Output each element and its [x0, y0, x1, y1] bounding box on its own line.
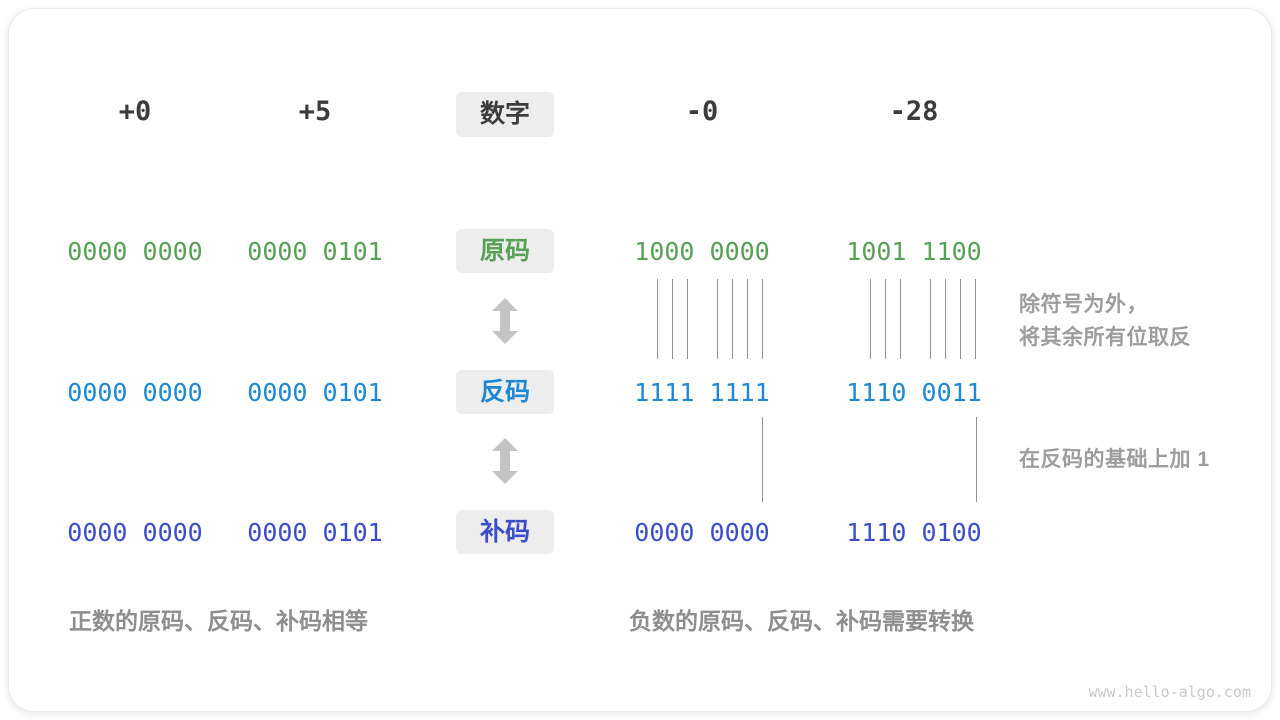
sign-magnitude-pos-zero: 0000 0000 — [67, 237, 203, 266]
ones-complement-pos-zero: 0000 0000 — [67, 378, 203, 407]
bit-connector-line — [657, 279, 658, 359]
updown-arrow-icon — [492, 438, 518, 489]
twos-complement-pos-five: 0000 0101 — [247, 518, 383, 547]
bit-connector-line — [885, 279, 886, 359]
invert-bits-note-line1: 除符号为外， — [1019, 293, 1148, 316]
sign-magnitude-neg-28: 1001 1100 — [846, 237, 982, 266]
updown-arrow-icon — [492, 298, 518, 349]
bit-connector-line — [945, 279, 946, 359]
add-one-note: 在反码的基础上加 1 — [1019, 448, 1210, 471]
add-one-connector-line — [762, 417, 763, 502]
sign-magnitude-tag: 原码 — [456, 229, 554, 273]
ones-complement-pos-five: 0000 0101 — [247, 378, 383, 407]
sign-magnitude-neg-zero: 1000 0000 — [634, 237, 770, 266]
column-header-neg-28: -28 — [889, 96, 939, 127]
bit-connector-line — [732, 279, 733, 359]
figure-card: +0 +5 数字 -0 -28 0000 0000 0000 0101 原码 1… — [8, 8, 1272, 712]
column-header-pos-five: +5 — [298, 96, 332, 127]
invert-bits-note-line2: 将其余所有位取反 — [1019, 326, 1191, 349]
number-tag: 数字 — [456, 92, 554, 137]
twos-complement-pos-zero: 0000 0000 — [67, 518, 203, 547]
bit-connector-line — [762, 279, 763, 359]
bit-connector-line — [747, 279, 748, 359]
bit-connector-line — [960, 279, 961, 359]
bit-connector-line — [687, 279, 688, 359]
column-header-pos-zero: +0 — [118, 96, 152, 127]
negative-numbers-caption: 负数的原码、反码、补码需要转换 — [629, 608, 974, 634]
column-header-neg-zero: -0 — [685, 96, 719, 127]
twos-complement-neg-zero: 0000 0000 — [634, 518, 770, 547]
bit-connector-line — [870, 279, 871, 359]
bit-connector-line — [975, 279, 976, 359]
bit-connector-line — [672, 279, 673, 359]
add-one-connector-line — [976, 417, 977, 502]
twos-complement-neg-28: 1110 0100 — [846, 518, 982, 547]
ones-complement-neg-28: 1110 0011 — [846, 378, 982, 407]
bit-connector-line — [900, 279, 901, 359]
sign-magnitude-pos-five: 0000 0101 — [247, 237, 383, 266]
bit-connector-line — [930, 279, 931, 359]
bit-connector-line — [717, 279, 718, 359]
ones-complement-neg-zero: 1111 1111 — [634, 378, 770, 407]
ones-complement-tag: 反码 — [456, 370, 554, 414]
positive-numbers-caption: 正数的原码、反码、补码相等 — [69, 608, 368, 634]
site-watermark: www.hello-algo.com — [1088, 683, 1251, 701]
twos-complement-tag: 补码 — [456, 510, 554, 554]
